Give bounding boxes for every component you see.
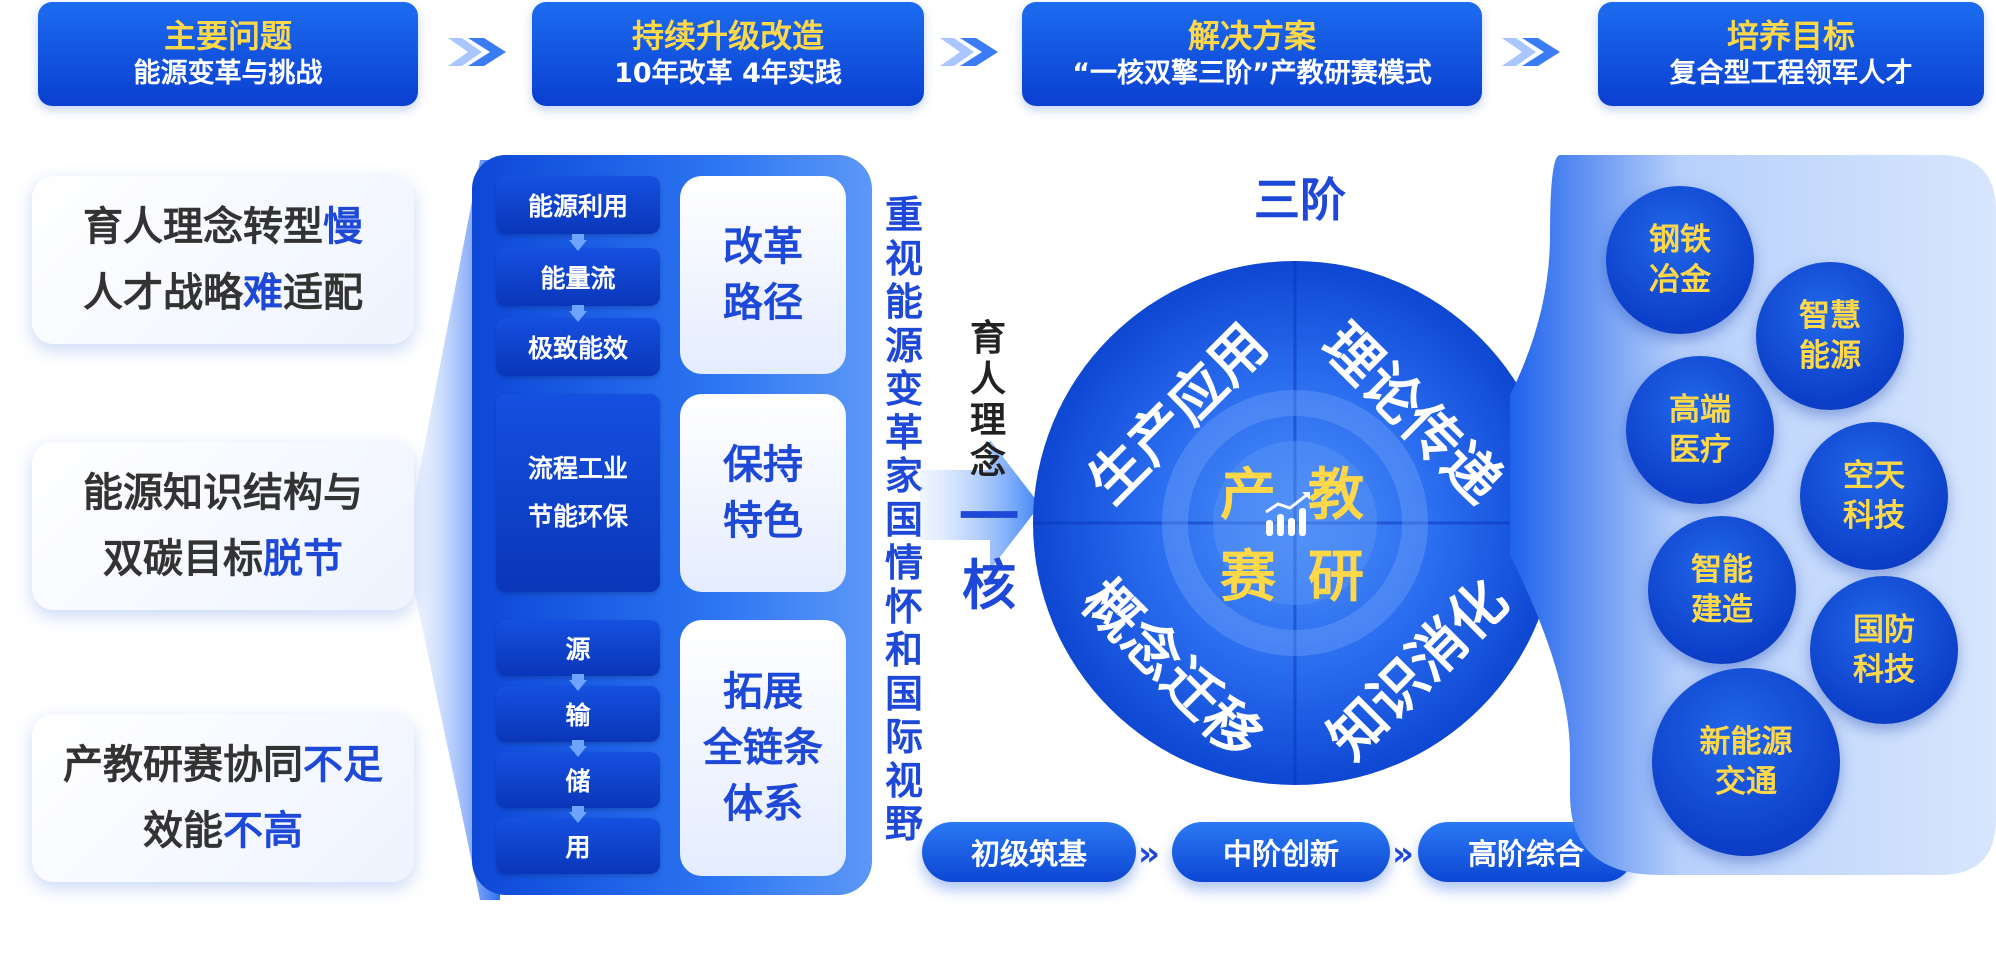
problem-line: 育人理念转型慢: [83, 204, 363, 250]
core-idea-text: 育人理念: [969, 318, 1006, 482]
label-line: 特色: [723, 498, 803, 544]
goal-line: 智能: [1691, 552, 1753, 588]
reform-label-feature: 保持 特色: [680, 394, 846, 592]
arrow-down-icon: [569, 234, 587, 251]
reform-item: 储: [496, 752, 660, 808]
reform-label-extend: 拓展 全链条 体系: [680, 620, 846, 876]
goal-line: 国防: [1853, 612, 1915, 648]
header-title: 持续升级改造: [631, 17, 824, 55]
reform-item: 流程工业 节能环保: [496, 394, 660, 592]
goal-medical: 高端医疗: [1626, 356, 1774, 504]
label-line: 路径: [723, 280, 803, 326]
label-line: 保持: [723, 442, 803, 488]
problem-line: 双碳目标脱节: [103, 536, 343, 582]
reform-label-path: 改革 路径: [680, 176, 846, 374]
arrow-down-icon: [569, 674, 587, 691]
chevron-right-icon: [940, 38, 998, 66]
label-line: 拓展: [723, 669, 803, 715]
header-reform: 持续升级改造 10年改革 4年实践: [532, 2, 924, 106]
core-one: 一: [959, 483, 1019, 553]
header-title: 主要问题: [163, 17, 292, 55]
header-problem: 主要问题 能源变革与挑战: [38, 2, 418, 106]
goal-line: 科技: [1853, 652, 1915, 688]
reform-item: 能源利用: [496, 176, 660, 234]
problem-line: 效能不高: [143, 808, 303, 854]
goal-defense: 国防科技: [1810, 576, 1958, 724]
header-title: 解决方案: [1187, 17, 1316, 55]
goal-new-energy: 新能源交通: [1652, 668, 1840, 856]
header-solution: 解决方案 “一核双擎三阶”产教研赛模式: [1022, 2, 1482, 106]
reform-item: 输: [496, 686, 660, 742]
three-stages-title: 三阶: [1254, 173, 1346, 227]
chevron-right-icon: [448, 38, 506, 66]
label-line: 全链条: [703, 725, 823, 771]
problem-card-3: 产教研赛协同不足 效能不高: [32, 714, 414, 882]
header-subtitle: 能源变革与挑战: [133, 58, 323, 89]
item-line: 节能环保: [527, 502, 628, 531]
goal-line: 空天: [1843, 458, 1905, 494]
double-chevron-icon: »: [1138, 834, 1160, 874]
goal-line: 高端: [1669, 392, 1731, 428]
reform-item: 极致能效: [496, 318, 660, 376]
goal-aerospace: 空天科技: [1800, 422, 1948, 570]
header-subtitle: 复合型工程领军人才: [1669, 58, 1913, 89]
double-chevron-icon: »: [1392, 834, 1414, 874]
header-goal: 培养目标 复合型工程领军人才: [1598, 2, 1984, 106]
stage-pill-basic: 初级筑基: [922, 822, 1136, 882]
goal-line: 冶金: [1649, 262, 1711, 298]
goal-line: 能源: [1799, 338, 1861, 374]
goal-line: 科技: [1843, 498, 1905, 534]
goal-line: 新能源: [1699, 724, 1793, 760]
center-char: 产: [1220, 463, 1276, 528]
bar-chart-icon: [1265, 492, 1310, 536]
header-title: 培养目标: [1726, 17, 1855, 55]
goal-smart-energy: 智慧能源: [1756, 262, 1904, 410]
goal-line: 智慧: [1799, 298, 1861, 334]
label-line: 改革: [723, 224, 803, 270]
goal-construction: 智能建造: [1648, 516, 1796, 664]
reform-item: 用: [496, 818, 660, 874]
center-char: 教: [1308, 463, 1364, 528]
problem-line: 能源知识结构与: [83, 470, 363, 516]
problem-line: 人才战略难适配: [83, 270, 363, 316]
arrow-down-icon: [569, 806, 587, 823]
reform-item: 源: [496, 620, 660, 676]
problem-card-1: 育人理念转型慢 人才战略难适配: [32, 176, 414, 344]
chevron-right-icon: [1502, 38, 1560, 66]
goal-line: 建造: [1691, 592, 1753, 628]
core-arrow: [920, 440, 1040, 570]
goal-steel: 钢铁冶金: [1606, 186, 1754, 334]
problem-line: 产教研赛协同不足: [63, 742, 383, 788]
header-subtitle: “一核双擎三阶”产教研赛模式: [1072, 58, 1432, 89]
goal-line: 医疗: [1669, 432, 1731, 468]
center-char: 赛: [1220, 545, 1276, 610]
center-char: 研: [1308, 545, 1364, 610]
goal-line: 交通: [1715, 764, 1777, 800]
stage-pill-mid: 中阶创新: [1172, 822, 1390, 882]
arrow-down-icon: [569, 740, 587, 757]
core-char: 核: [962, 554, 1016, 617]
item-line: 流程工业: [527, 454, 628, 483]
vertical-theme-text: 重视能源变革家国情怀和国际视野: [884, 193, 923, 846]
problem-card-2: 能源知识结构与 双碳目标脱节: [32, 442, 414, 610]
header-subtitle: 10年改革 4年实践: [614, 58, 842, 89]
reform-item: 能量流: [496, 248, 660, 306]
arrow-down-icon: [569, 305, 587, 322]
goal-line: 钢铁: [1649, 222, 1711, 258]
label-line: 体系: [723, 781, 803, 827]
